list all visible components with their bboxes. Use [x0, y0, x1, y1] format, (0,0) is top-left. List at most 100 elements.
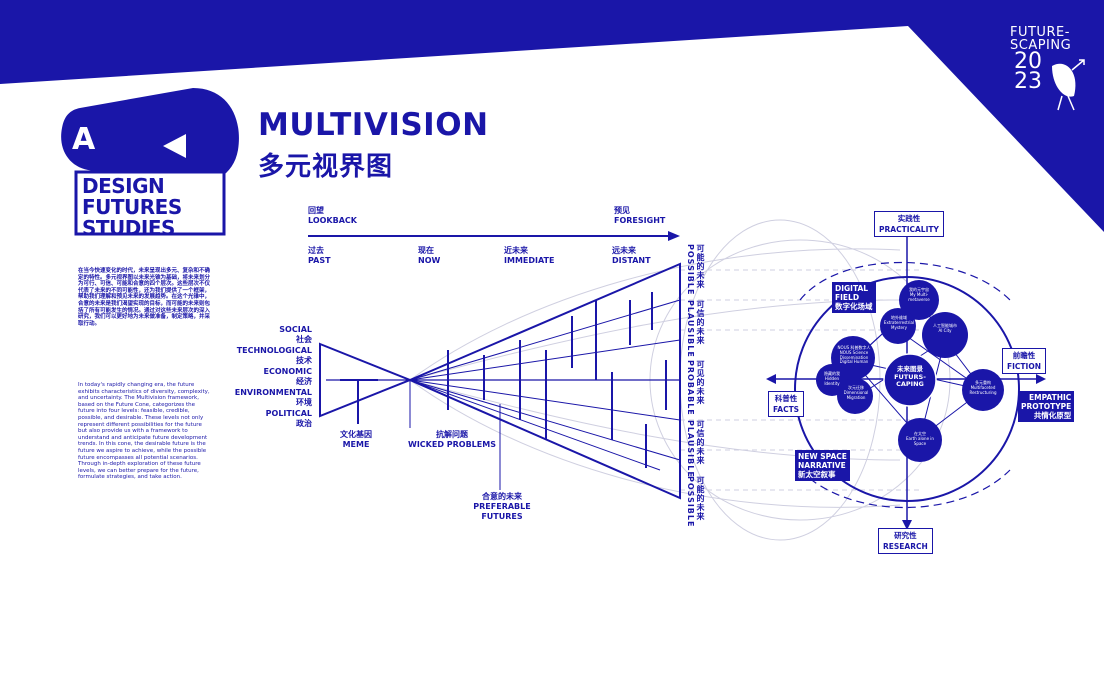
node-en: AI City — [938, 327, 952, 333]
digital-en1: DIGITAL — [835, 284, 869, 293]
now-en: NOW — [418, 256, 441, 265]
narrative-zh: 新太空叙事 — [798, 470, 836, 479]
facts-box: 科普性 FACTS — [768, 391, 805, 417]
side-zh: 可能的未来 — [696, 244, 705, 289]
digital-zh: 数字化场域 — [835, 302, 873, 311]
side-en: PLAUSIBLE — [686, 300, 695, 358]
meme-en: MEME — [342, 440, 370, 449]
cone-side-possible: 可能的未来 POSSIBLE — [686, 244, 706, 298]
preferable-zh: 合意的未来 — [482, 492, 522, 501]
center-en1: FUTURS- — [894, 372, 926, 381]
foresight-en: FORESIGHT — [614, 216, 666, 225]
node-zh: 隐藏的我 — [824, 371, 840, 376]
node-zh: 地外维域 — [891, 315, 907, 320]
foresight-label: 预见 FORESIGHT — [614, 206, 665, 226]
cone-side-possible-2: 可能的未来 POSSIBLE — [686, 476, 706, 527]
research-box: 研究性 RESEARCH — [878, 528, 933, 554]
logo-line2: SCAPING — [1010, 38, 1072, 53]
digital-field-tag: DIGITAL FIELD 数字化场域 — [832, 282, 876, 313]
page-title: MULTIVISION — [258, 107, 489, 143]
practicality-zh: 实践性 — [897, 214, 921, 223]
empathic-zh: 共情化原型 — [1033, 411, 1072, 420]
node-zh: 人工智能城市 — [933, 323, 957, 328]
steep-label-en: TECHNOLOGICAL — [236, 346, 312, 355]
side-en: PROBABLE — [686, 360, 695, 416]
wicked-en: WICKED PROBLEMS — [408, 440, 496, 449]
steep-label-zh: 社会 — [296, 335, 312, 344]
steep-label-zh: 环境 — [296, 398, 312, 407]
past-en: PAST — [308, 256, 331, 265]
node-en: Extraterrestrial Mystery — [883, 319, 915, 330]
meme-zh: 文化基因 — [340, 430, 372, 439]
node-zh: 我的元宇宙 — [909, 287, 929, 292]
narrative-en2: NARRATIVE — [798, 461, 846, 470]
brand-line2: FUTURES — [82, 195, 182, 219]
brand-shape — [61, 88, 239, 236]
fiction-en: FICTION — [1007, 362, 1041, 371]
side-en: POSSIBLE — [686, 476, 695, 528]
immediate-label: 近未来 IMMEDIATE — [504, 246, 554, 266]
distant-zh: 远未来 — [612, 246, 636, 255]
immediate-zh: 近未来 — [504, 246, 528, 255]
foresight-zh: 预见 — [614, 206, 630, 215]
steep-label-en: SOCIAL — [279, 325, 312, 334]
logo-line1: FUTURE- — [1010, 25, 1070, 40]
telescope-icon — [1052, 59, 1085, 111]
lookback-en: LOOKBACK — [308, 216, 357, 225]
past-zh: 过去 — [308, 246, 324, 255]
node-zh: NOUS 科普数字人 — [837, 345, 871, 350]
brand-line1: DESIGN — [82, 174, 165, 198]
steep-label-en: POLITICAL — [265, 409, 312, 418]
practicality-en: PRACTICALITY — [879, 225, 939, 234]
empathic-tag: EMPATHIC PROTOTYPE 共情化原型 — [1018, 391, 1075, 422]
now-zh: 现在 — [418, 246, 434, 255]
futurescaping-logo: FUTURE- SCAPING 20 23 — [1010, 26, 1090, 126]
side-zh: 可信的未来 — [696, 300, 705, 345]
past-label: 过去 PAST — [308, 246, 331, 266]
side-zh: 可能的未来 — [696, 476, 705, 521]
node-en: Hidden Identity — [824, 375, 840, 386]
now-label: 现在 NOW — [418, 246, 440, 266]
steep-label-en: ECONOMIC — [263, 367, 312, 376]
intro-en: In today's rapidly changing era, the fut… — [78, 382, 210, 481]
node-en: Multifaceted Restructuring — [969, 384, 997, 395]
logo-year-bottom: 23 — [1014, 69, 1042, 94]
empathic-en1: EMPATHIC — [1029, 393, 1072, 402]
intro-zh: 在当今快速变化的时代，未来呈现出多元、复杂和不确定的特性。多元视界图以未来光锥为… — [78, 268, 211, 327]
cone-side-plausible-2: 可信的未来 PLAUSIBLE — [686, 420, 706, 478]
steep-label-zh: 经济 — [296, 377, 312, 386]
steep-label-zh: 技术 — [296, 356, 312, 365]
cone-side-plausible: 可信的未来 PLAUSIBLE — [686, 300, 706, 358]
center-en2: CAPING — [896, 380, 924, 388]
preferable-en: PREFERABLE FUTURES — [473, 502, 531, 521]
digital-en2: FIELD — [835, 293, 860, 302]
wicked-label: 抗解问题 WICKED PROBLEMS — [408, 430, 496, 450]
side-zh: 可见的未来 — [696, 360, 705, 405]
brand-text: DESIGN FUTURES STUDIES — [82, 176, 182, 239]
node-zh: 在太空 — [914, 431, 926, 436]
facts-zh: 科普性 — [774, 394, 798, 403]
center-zh: 未来图景 — [897, 365, 923, 373]
meme-label: 文化基因 MEME — [340, 430, 372, 450]
side-zh: 可信的未来 — [696, 420, 705, 465]
narrative-en1: NEW SPACE — [798, 452, 847, 461]
node-en: NOUS Science Dissemination Digital Human — [839, 349, 869, 365]
empathic-en2: PROTOTYPE — [1021, 402, 1072, 411]
research-en: RESEARCH — [883, 542, 928, 551]
steep-label-zh: 政治 — [296, 419, 312, 428]
distant-label: 远未来 DISTANT — [612, 246, 651, 266]
